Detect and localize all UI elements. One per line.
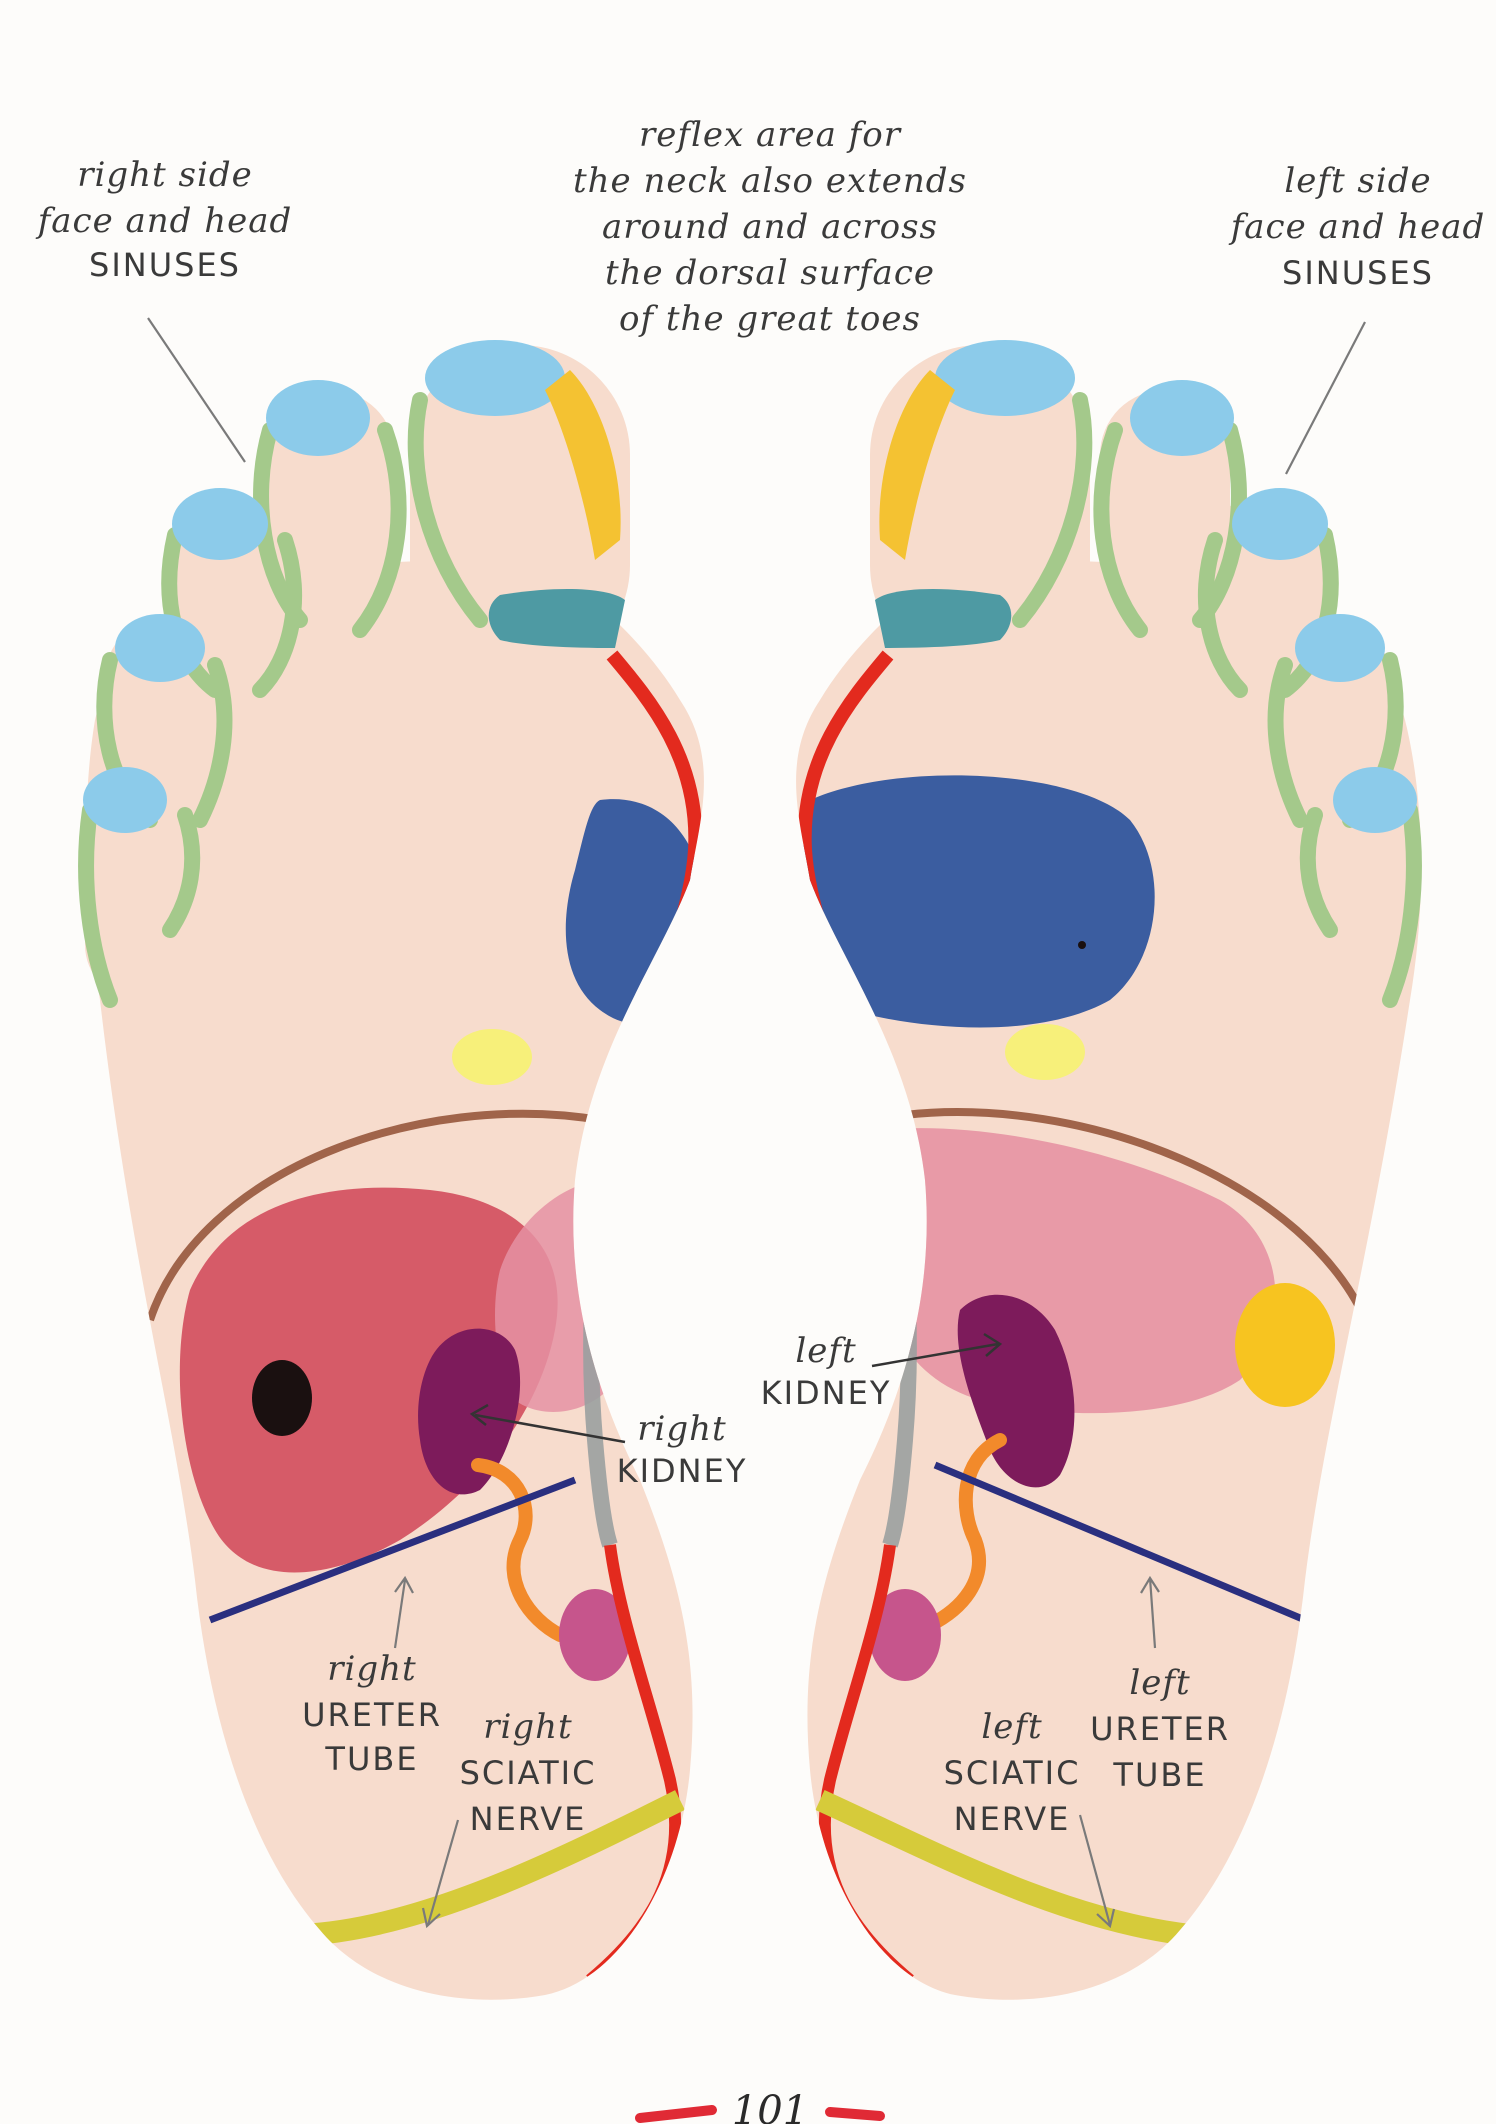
right-kidney bbox=[418, 1328, 521, 1495]
right-neck-band bbox=[488, 588, 625, 648]
left-bladder bbox=[869, 1589, 941, 1681]
label-right-kidney: right KIDNEY bbox=[617, 1409, 748, 1490]
label-right-sciatic: right SCIATIC NERVE bbox=[460, 1707, 597, 1838]
right-diaphragm-line bbox=[146, 1109, 601, 1322]
label-text: NERVE bbox=[470, 1800, 587, 1838]
label-text: the dorsal surface bbox=[605, 253, 935, 293]
label-left-ureter: left URETER TUBE bbox=[1090, 1663, 1230, 1794]
label-text: TUBE bbox=[324, 1740, 418, 1778]
left-diaphragm-line bbox=[904, 1108, 1374, 1332]
label-text: right side bbox=[77, 155, 252, 195]
label-text: left side bbox=[1284, 161, 1431, 201]
left-kidney bbox=[957, 1294, 1075, 1488]
label-text: face and head bbox=[1228, 207, 1486, 247]
label-text: TUBE bbox=[1112, 1756, 1206, 1794]
right-neck-yellow bbox=[545, 370, 621, 560]
left-ureter bbox=[923, 1433, 1007, 1632]
left-solar-plexus bbox=[1005, 1024, 1085, 1080]
label-text: URETER bbox=[1090, 1710, 1230, 1748]
right-ureter bbox=[471, 1458, 567, 1642]
label-top-center: reflex area for the neck also extends ar… bbox=[573, 115, 967, 339]
right-foot bbox=[78, 340, 704, 2000]
page-accent-left bbox=[635, 2105, 717, 2123]
left-neck-band bbox=[875, 588, 1012, 648]
left-toe-tips bbox=[935, 340, 1417, 833]
label-right-ureter: right URETER TUBE bbox=[302, 1649, 442, 1778]
label-text: SINUSES bbox=[1282, 254, 1434, 292]
left-sciatic-arrow bbox=[1078, 1814, 1116, 1929]
label-text: face and head bbox=[35, 201, 293, 241]
label-text: left bbox=[981, 1707, 1042, 1747]
label-text: URETER bbox=[302, 1696, 442, 1734]
right-kidney-arrow bbox=[469, 1403, 626, 1444]
page-accent-right bbox=[825, 2107, 885, 2121]
label-text: left bbox=[1129, 1663, 1190, 1703]
left-neck-yellow bbox=[879, 370, 955, 560]
right-sciatic bbox=[299, 1790, 685, 1946]
left-spleen bbox=[1235, 1283, 1335, 1407]
label-left-kidney: left KIDNEY bbox=[761, 1331, 892, 1412]
right-ureter-arrow bbox=[393, 1575, 414, 1649]
right-sciatic-arrow bbox=[421, 1819, 460, 1929]
label-text: the neck also extends bbox=[573, 161, 967, 201]
right-bladder bbox=[559, 1589, 631, 1681]
label-text: KIDNEY bbox=[761, 1374, 892, 1412]
label-left-sciatic: left SCIATIC NERVE bbox=[944, 1707, 1081, 1838]
leader-lines bbox=[147, 317, 1366, 1929]
left-ureter-line bbox=[933, 1461, 1307, 1624]
label-text: SCIATIC bbox=[944, 1754, 1081, 1792]
left-ureter-arrow bbox=[1140, 1575, 1160, 1649]
left-sciatic bbox=[815, 1789, 1192, 1946]
label-text: right bbox=[483, 1707, 572, 1747]
label-text: SCIATIC bbox=[460, 1754, 597, 1792]
label-text: SINUSES bbox=[89, 246, 241, 284]
left-lung bbox=[798, 775, 1155, 1028]
label-left-sinuses: left side face and head SINUSES bbox=[1228, 161, 1486, 292]
label-text: NERVE bbox=[954, 1800, 1071, 1838]
left-lung-dot bbox=[1078, 941, 1086, 949]
page-number: 101 bbox=[635, 2088, 885, 2124]
label-text: reflex area for bbox=[639, 115, 902, 155]
right-gallbladder bbox=[252, 1360, 312, 1436]
right-toe-tips bbox=[83, 340, 565, 833]
label-text: KIDNEY bbox=[617, 1452, 748, 1490]
label-right-sinuses: right side face and head SINUSES bbox=[35, 155, 293, 284]
left-sinus-leader bbox=[1285, 321, 1366, 475]
left-kidney-arrow bbox=[871, 1332, 1003, 1368]
right-solar-plexus bbox=[452, 1029, 532, 1085]
left-foot bbox=[796, 340, 1422, 2000]
label-text: right bbox=[637, 1409, 726, 1449]
right-sinus-leader bbox=[147, 317, 246, 463]
label-text: 101 bbox=[732, 2088, 808, 2124]
label-text: of the great toes bbox=[619, 299, 921, 339]
label-text: around and across bbox=[602, 207, 938, 247]
label-text: right bbox=[327, 1649, 416, 1689]
right-ureter-line bbox=[208, 1476, 577, 1624]
label-text: left bbox=[795, 1331, 856, 1371]
